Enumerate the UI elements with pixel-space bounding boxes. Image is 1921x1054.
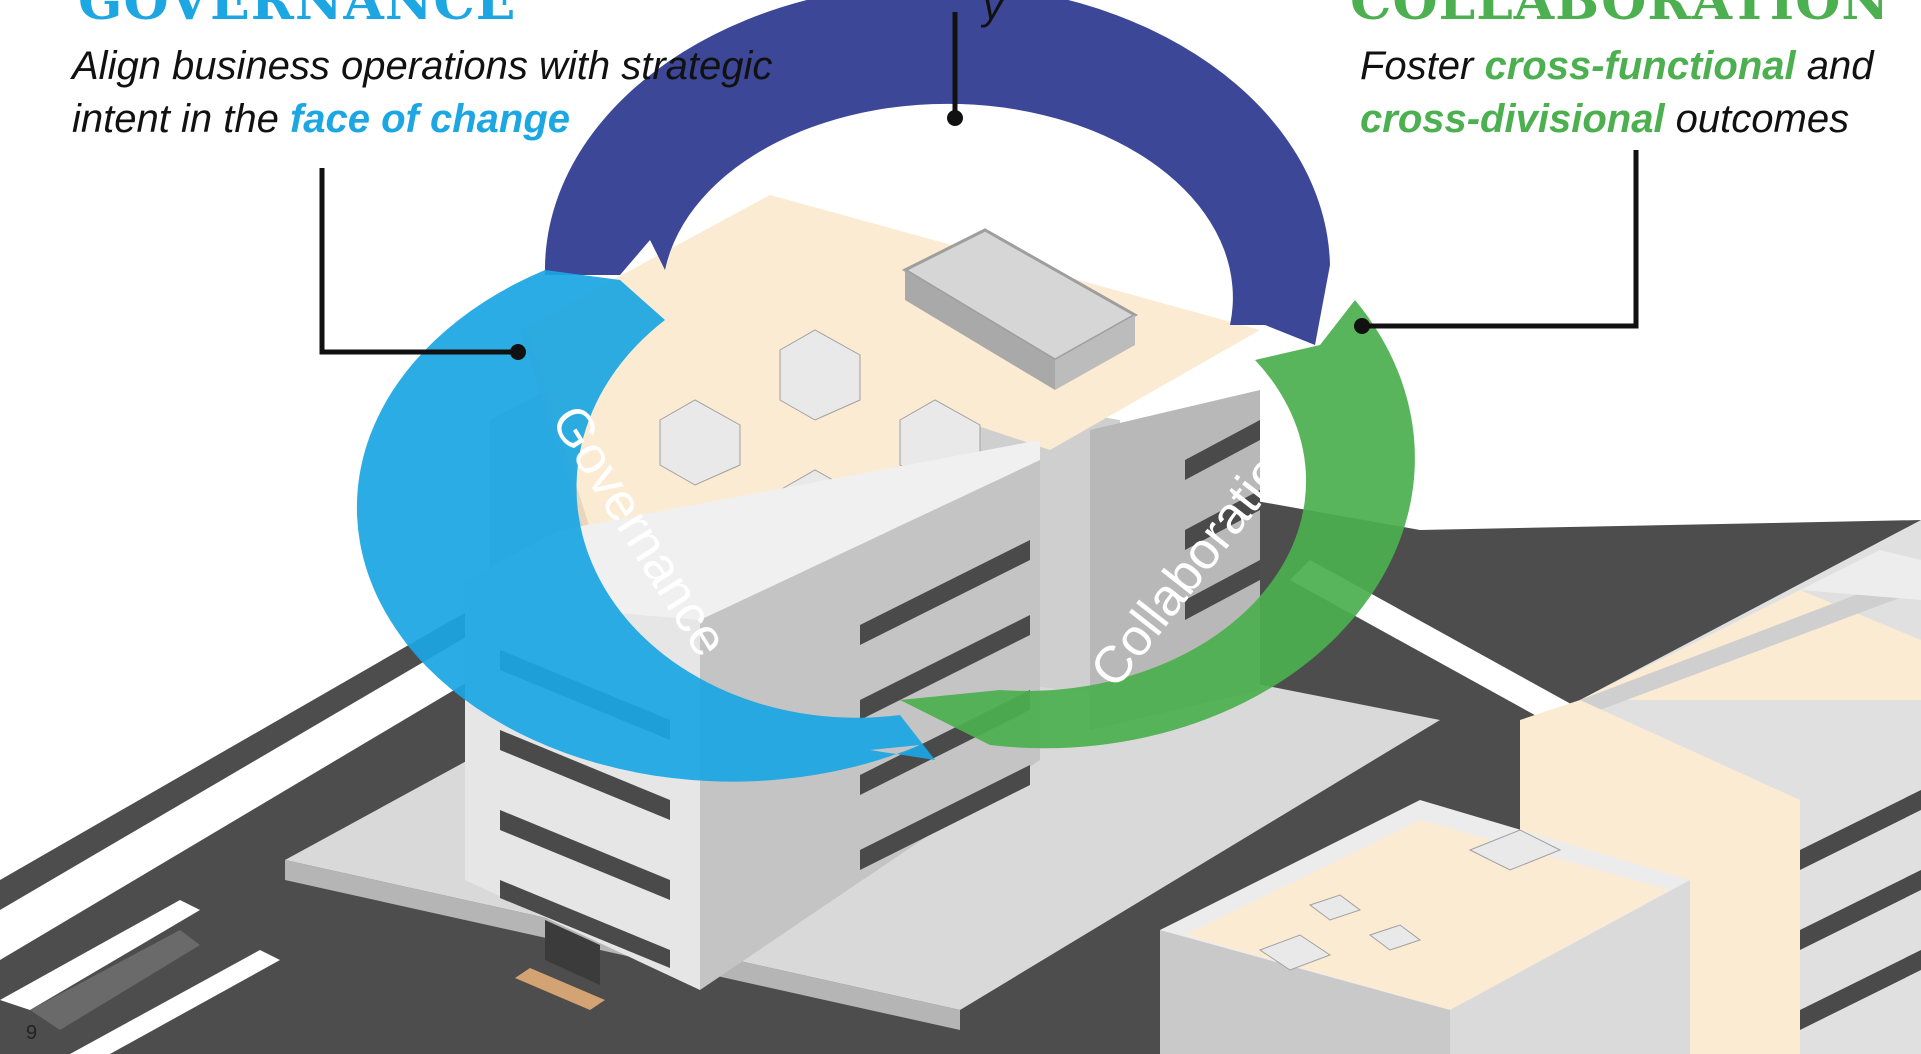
governance-highlight: face of change [289, 97, 571, 141]
collaboration-description: Foster cross-functional and cross-divisi… [1360, 40, 1920, 146]
collaboration-connector-dot [1354, 318, 1370, 334]
collaboration-highlight-2: cross-divisional [1360, 97, 1665, 141]
governance-heading: GOVERNANCE [78, 0, 517, 32]
collaboration-heading: COLLABORATION [1350, 0, 1890, 32]
collaboration-highlight-1: cross-functional [1484, 44, 1796, 88]
collaboration-description-text-1: Foster [1360, 44, 1485, 88]
visibility-arrow [544, 0, 1330, 345]
governance-connector [319, 168, 518, 355]
connectors [319, 12, 1639, 355]
governance-description: Align business operations with strategic… [72, 40, 792, 146]
visibility-description-fragment: y [983, 0, 1003, 28]
connector-dots [510, 110, 1370, 360]
governance-connector-dot [510, 344, 526, 360]
governance-arrow [356, 270, 936, 782]
visibility-connector-dot [947, 110, 963, 126]
collaboration-description-text-2: and [1795, 44, 1874, 88]
governance-description-text: Align business operations with strategic… [72, 44, 773, 141]
page-number: 9 [26, 1022, 38, 1044]
collaboration-description-text-3: outcomes [1664, 97, 1850, 141]
visibility-arrow-label: Visibility [847, 132, 1046, 212]
collaboration-connector [1362, 150, 1639, 329]
collaboration-arrow [900, 300, 1415, 749]
right-buildings [1160, 520, 1921, 1054]
